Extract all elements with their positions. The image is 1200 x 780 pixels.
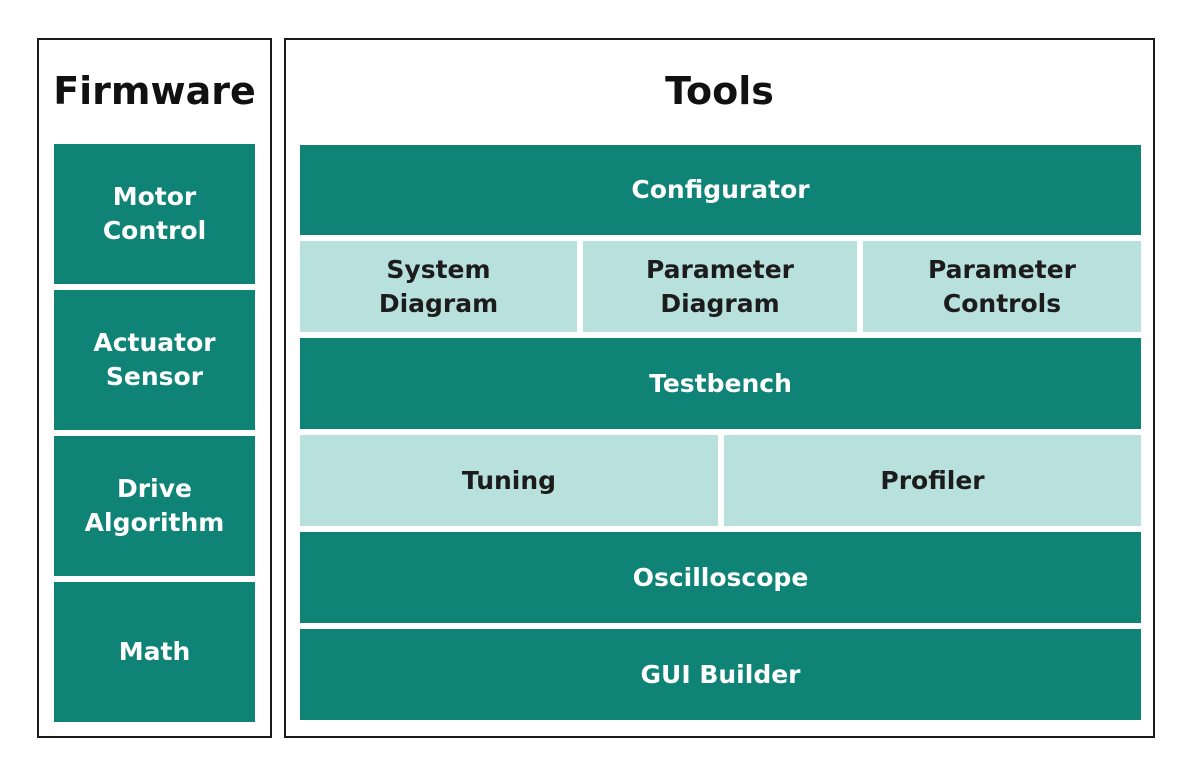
configurator-box: Configurator: [300, 145, 1141, 235]
firmware-item-drive-algorithm: Drive Algorithm: [54, 436, 255, 576]
parameter-controls-box: Parameter Controls: [863, 241, 1141, 332]
parameter-diagram-box: Parameter Diagram: [583, 241, 857, 332]
tools-title: Tools: [665, 69, 774, 113]
firmware-title: Firmware: [53, 69, 256, 113]
firmware-item-motor-control: Motor Control: [54, 144, 255, 284]
tuning-box: Tuning: [300, 435, 718, 526]
gui-builder-box: GUI Builder: [300, 629, 1141, 720]
firmware-item-actuator-sensor: Actuator Sensor: [54, 290, 255, 430]
oscilloscope-box: Oscilloscope: [300, 532, 1141, 623]
firmware-item-math: Math: [54, 582, 255, 722]
tools-panel: Tools Configurator System Diagram Parame…: [284, 38, 1155, 738]
system-diagram-box: System Diagram: [300, 241, 577, 332]
profiler-box: Profiler: [724, 435, 1141, 526]
testbench-box: Testbench: [300, 338, 1141, 429]
firmware-panel: Firmware Motor Control Actuator Sensor D…: [37, 38, 272, 738]
